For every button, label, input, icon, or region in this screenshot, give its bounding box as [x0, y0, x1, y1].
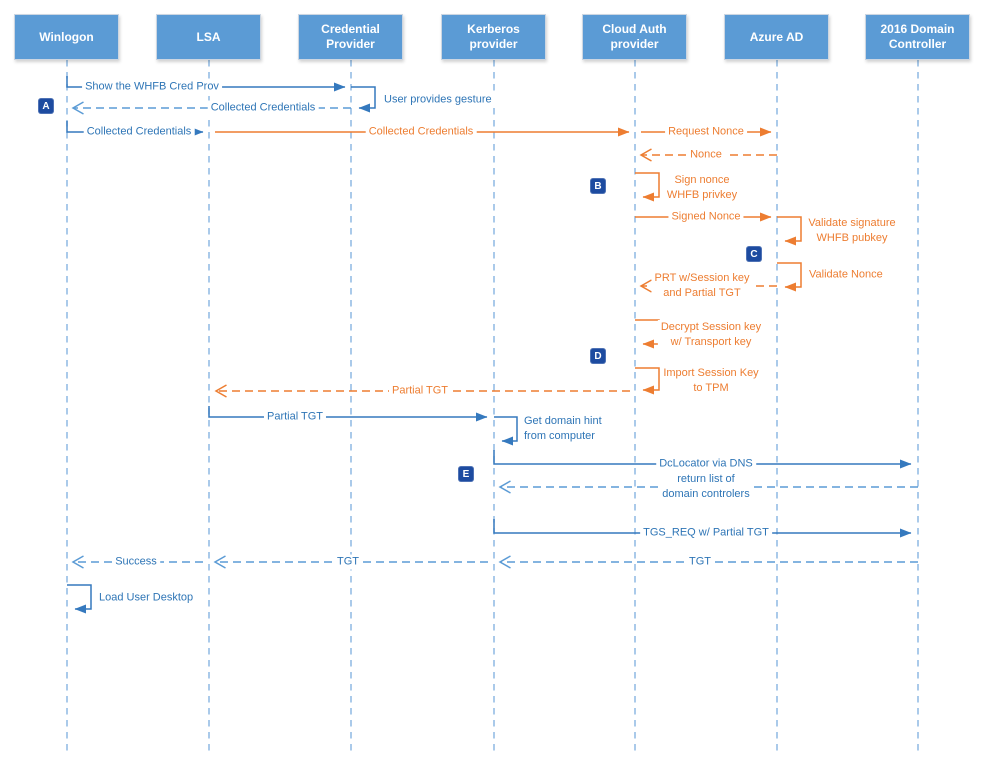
arrow-validate-nonce-loop [777, 262, 802, 292]
label-nonce: Nonce [687, 147, 725, 163]
actor-credential-provider: Credential Provider [298, 14, 403, 60]
step-badge-d: D [590, 348, 606, 364]
actor-credential-provider-label: Credential Provider [321, 22, 380, 51]
label-import-session-key: Import Session Key to TPM [660, 366, 762, 396]
actor-lsa-label: LSA [196, 29, 221, 44]
arrow-decrypt-session-key-loop [635, 319, 660, 349]
actor-cloud-auth-provider: Cloud Auth provider [582, 14, 687, 60]
label-collected-credentials-lsa: Collected Credentials [83, 124, 195, 140]
arrow-import-session-key-loop [635, 367, 660, 395]
label-success: Success [112, 554, 160, 570]
actor-kerberos-provider: Kerberos provider [441, 14, 546, 60]
label-prt-session-key: PRT w/Session key and Partial TGT [651, 271, 753, 301]
label-sign-nonce: Sign nonce WHFB privkey [663, 173, 741, 203]
label-partial-tgt-kerberos: Partial TGT [263, 409, 327, 425]
label-get-domain-hint: Get domain hint from computer [521, 414, 605, 444]
actor-winlogon-label: Winlogon [39, 29, 94, 44]
label-user-provides-gesture: User provides gesture [381, 92, 495, 108]
arrow-load-user-desktop-loop [67, 584, 92, 614]
arrow-dclocator-via-dns [493, 450, 912, 469]
actor-azure-ad-label: Azure AD [749, 29, 804, 44]
step-badge-c: C [746, 246, 762, 262]
label-signed-nonce: Signed Nonce [668, 209, 744, 225]
step-badge-a: A [38, 98, 54, 114]
label-decrypt-session-key: Decrypt Session key w/ Transport key [657, 320, 765, 350]
label-validate-nonce: Validate Nonce [806, 267, 886, 283]
label-collected-credentials-cloud: Collected Credentials [365, 124, 477, 140]
arrow-show-whfb-cred-prov [66, 76, 346, 92]
arrow-sign-nonce-loop [635, 172, 660, 202]
arrow-get-domain-hint-loop [494, 416, 518, 446]
label-validate-signature: Validate signature WHFB pubkey [805, 216, 899, 246]
arrow-tgs-req [493, 519, 912, 538]
step-badge-e: E [458, 466, 474, 482]
actor-winlogon: Winlogon [14, 14, 119, 60]
label-request-nonce: Request Nonce [665, 124, 747, 140]
actor-lsa: LSA [156, 14, 261, 60]
actor-cloud-auth-provider-label: Cloud Auth provider [602, 22, 667, 51]
actor-2016-domain-controller-label: 2016 Domain Controller [880, 22, 955, 51]
arrow-user-provides-gesture-loop [351, 86, 376, 113]
label-dclocator-via-dns: DcLocator via DNS [656, 456, 756, 472]
actor-kerberos-provider-label: Kerberos provider [467, 22, 520, 51]
step-badge-b: B [590, 178, 606, 194]
arrow-validate-signature-loop [777, 216, 802, 246]
label-tgs-req: TGS_REQ w/ Partial TGT [640, 525, 772, 541]
arrow-partial-tgt-to-kerberos [208, 406, 488, 422]
actor-2016-domain-controller: 2016 Domain Controller [865, 14, 970, 60]
actor-azure-ad: Azure AD [724, 14, 829, 60]
label-tgt-to-lsa: TGT [334, 554, 362, 570]
label-tgt-to-kerberos: TGT [686, 554, 714, 570]
label-collected-credentials-return: Collected Credentials [207, 100, 319, 116]
label-load-user-desktop: Load User Desktop [96, 590, 197, 606]
label-show-whfb-cred-prov: Show the WHFB Cred Prov [82, 79, 222, 95]
label-partial-tgt-return: Partial TGT [388, 383, 452, 399]
label-return-list-of-dcs: return list of domain controlers [659, 472, 753, 502]
